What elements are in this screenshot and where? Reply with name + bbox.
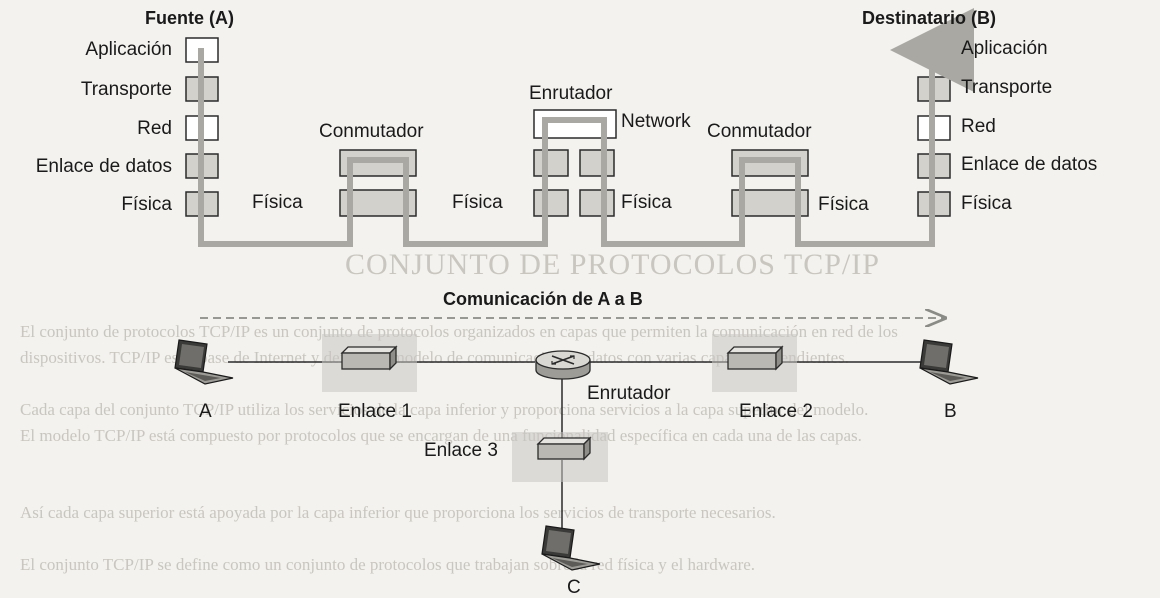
- data-path: [198, 8, 974, 247]
- bleed-line: El conjunto de protocolos TCP/IP es un c…: [20, 322, 898, 341]
- router-physical-right: [579, 189, 615, 217]
- laptop-c: [541, 525, 601, 571]
- bleed-line: Así cada capa superior está apoyada por …: [20, 503, 776, 522]
- dest-label-transport: Transporte: [961, 77, 1053, 98]
- source-label-network: Red: [137, 118, 172, 139]
- physical-label-2: Física: [452, 192, 503, 213]
- host-c-label: C: [567, 577, 581, 598]
- switch-3-device: [536, 436, 592, 461]
- source-title: Fuente (A): [145, 8, 234, 28]
- router-datalink-left: [533, 149, 569, 177]
- link-2-label: Enlace 2: [739, 401, 813, 422]
- router-datalink-right: [579, 149, 615, 177]
- source-label-transport: Transporte: [80, 79, 172, 100]
- physical-label-3: Física: [621, 192, 672, 213]
- dest-label-physical: Física: [961, 193, 1012, 214]
- laptop-a: [174, 339, 234, 385]
- link-1-label: Enlace 1: [338, 401, 412, 422]
- bleed-heading: CONJUNTO DE PROTOCOLOS TCP/IP: [345, 248, 880, 281]
- host-a-label: A: [199, 401, 212, 422]
- switch-2-label: Conmutador: [707, 121, 812, 142]
- laptop-b: [919, 339, 979, 385]
- communication-title: Comunicación de A a B: [443, 289, 643, 309]
- router-physical-left: [533, 189, 569, 217]
- switch-1-device: [340, 345, 398, 371]
- source-label-datalink: Enlace de datos: [35, 156, 172, 177]
- source-label-physical: Física: [121, 194, 172, 215]
- source-label-application: Aplicación: [85, 39, 172, 60]
- router-device: [535, 350, 591, 380]
- bleed-line: Cada capa del conjunto TCP/IP utiliza lo…: [20, 400, 869, 419]
- switch-2-device: [726, 345, 784, 371]
- router-network-label: Network: [621, 111, 691, 132]
- dest-label-datalink: Enlace de datos: [961, 154, 1098, 175]
- link-3-label: Enlace 3: [424, 440, 498, 461]
- physical-label-1: Física: [252, 192, 303, 213]
- destination-title: Destinatario (B): [862, 8, 997, 28]
- switch-1-label: Conmutador: [319, 121, 424, 142]
- bleed-line: El modelo TCP/IP está compuesto por prot…: [20, 426, 862, 445]
- physical-label-4: Física: [818, 194, 869, 215]
- topology-router-label: Enrutador: [587, 383, 671, 404]
- router-label: Enrutador: [529, 83, 613, 104]
- host-b-label: B: [944, 401, 957, 422]
- dest-label-application: Aplicación: [961, 38, 1048, 59]
- dest-label-network: Red: [961, 116, 996, 137]
